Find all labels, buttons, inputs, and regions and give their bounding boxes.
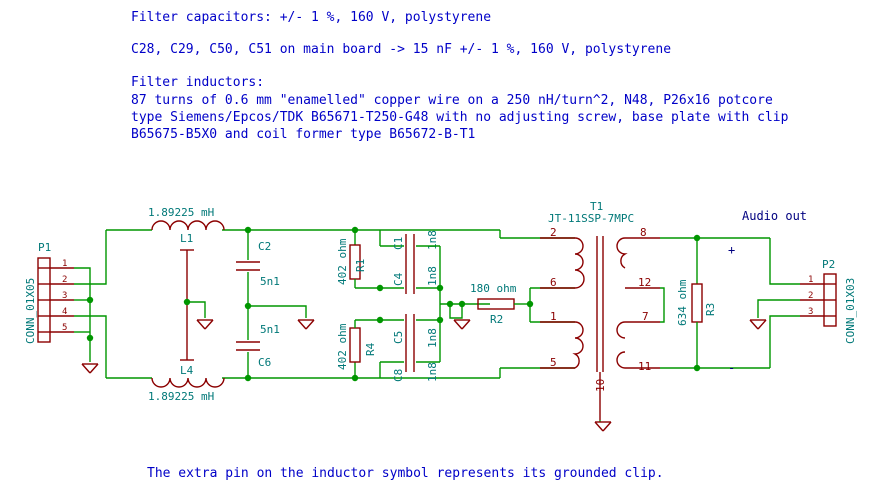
c8-ref: C8 — [392, 369, 405, 382]
note-line-5: type Siemens/Epcos/TDK B65671-T250-G48 w… — [131, 110, 789, 125]
t1-value: JT-11SSP-7MPC — [548, 212, 634, 225]
capacitor-c1: C1 1n8 — [392, 230, 439, 294]
p1-pin-5: 5 — [62, 323, 67, 333]
p1-value: CONN_01X05 — [24, 278, 37, 344]
c8-value: 1n8 — [426, 362, 439, 382]
capacitor-c4: C4 1n8 — [392, 266, 439, 286]
inductor-l4: L4 1.89225 mH — [148, 249, 225, 403]
resistor-r3: R3 634 ohm — [676, 279, 717, 326]
r3-ref: R3 — [704, 303, 717, 316]
t1-pin-8: 8 — [640, 226, 647, 239]
note-line-6: B65675-B5X0 and coil former type B65672-… — [131, 127, 475, 142]
p2-pin-1: 1 — [808, 275, 813, 285]
r2-value: 180 ohm — [470, 282, 517, 295]
audio-out-label: Audio out — [742, 209, 807, 223]
note-line-3: Filter inductors: — [131, 75, 264, 90]
r1-ref: R1 — [354, 259, 367, 272]
p1-pin-1: 1 — [62, 259, 67, 269]
c6-ref: C6 — [258, 356, 271, 369]
t1-pin-6: 6 — [550, 276, 557, 289]
resistor-r4: R4 402 ohm — [336, 323, 377, 370]
capacitor-c6: 5n1 C6 — [236, 323, 280, 378]
p1-pin-2: 2 — [62, 275, 67, 285]
transformer-t1: T1 JT-11SSP-7MPC 2 6 1 5 8 12 7 11 10 — [540, 200, 660, 420]
p2-ref: P2 — [822, 258, 835, 271]
c1-ref: C1 — [392, 237, 405, 250]
p2-value: CONN_01X03 — [844, 278, 857, 344]
r2-ref: R2 — [490, 313, 503, 326]
r4-value: 402 ohm — [336, 323, 349, 370]
note-line-2: C28, C29, C50, C51 on main board -> 15 n… — [131, 42, 671, 57]
l1-ref: L1 — [180, 232, 193, 245]
c4-value: 1n8 — [426, 266, 439, 286]
capacitor-c2: C2 5n1 — [236, 230, 280, 288]
l1-value: 1.89225 mH — [148, 206, 214, 219]
t1-pin-10: 10 — [594, 379, 607, 392]
t1-pin-7: 7 — [642, 310, 649, 323]
t1-pin-11: 11 — [638, 360, 651, 373]
l4-value: 1.89225 mH — [148, 390, 214, 403]
r1-value: 402 ohm — [336, 238, 349, 285]
c5-ref: C5 — [392, 331, 405, 344]
t1-pin-12: 12 — [638, 276, 651, 289]
c1-value: 1n8 — [426, 230, 439, 250]
p1-pin-4: 4 — [62, 307, 67, 317]
r3-value: 634 ohm — [676, 279, 689, 326]
note-line-1: Filter capacitors: +/- 1 %, 160 V, polys… — [131, 10, 491, 25]
footer-note: The extra pin on the inductor symbol rep… — [147, 466, 664, 481]
c5-value: 1n8 — [426, 328, 439, 348]
t1-pin-2: 2 — [550, 226, 557, 239]
t1-ref: T1 — [590, 200, 603, 213]
note-line-4: 87 turns of 0.6 mm "enamelled" copper wi… — [131, 93, 773, 108]
plus-label: + — [728, 243, 735, 257]
capacitor-c5: C5 1n8 — [392, 314, 439, 372]
p1-ref: P1 — [38, 241, 51, 254]
l4-ref: L4 — [180, 364, 194, 377]
c2-ref: C2 — [258, 240, 271, 253]
inductor-l1: 1.89225 mH L1 — [148, 206, 225, 360]
r4-ref: R4 — [364, 342, 377, 356]
connector-p1: 1 2 3 4 5 P1 CONN_01X05 — [24, 241, 74, 344]
minus-label: - — [728, 361, 735, 375]
t1-pin-1: 1 — [550, 310, 557, 323]
p2-pin-3: 3 — [808, 307, 813, 317]
t1-pin-5: 5 — [550, 356, 557, 369]
c4-ref: C4 — [392, 272, 405, 286]
capacitor-c8: C8 1n8 — [392, 362, 439, 382]
resistor-r1: R1 402 ohm — [336, 238, 367, 285]
c2-value: 5n1 — [260, 275, 280, 288]
c6-value: 5n1 — [260, 323, 280, 336]
p2-pin-2: 2 — [808, 291, 813, 301]
p1-pin-3: 3 — [62, 291, 67, 301]
connector-p2: 1 2 3 P2 CONN_01X03 — [800, 258, 857, 344]
